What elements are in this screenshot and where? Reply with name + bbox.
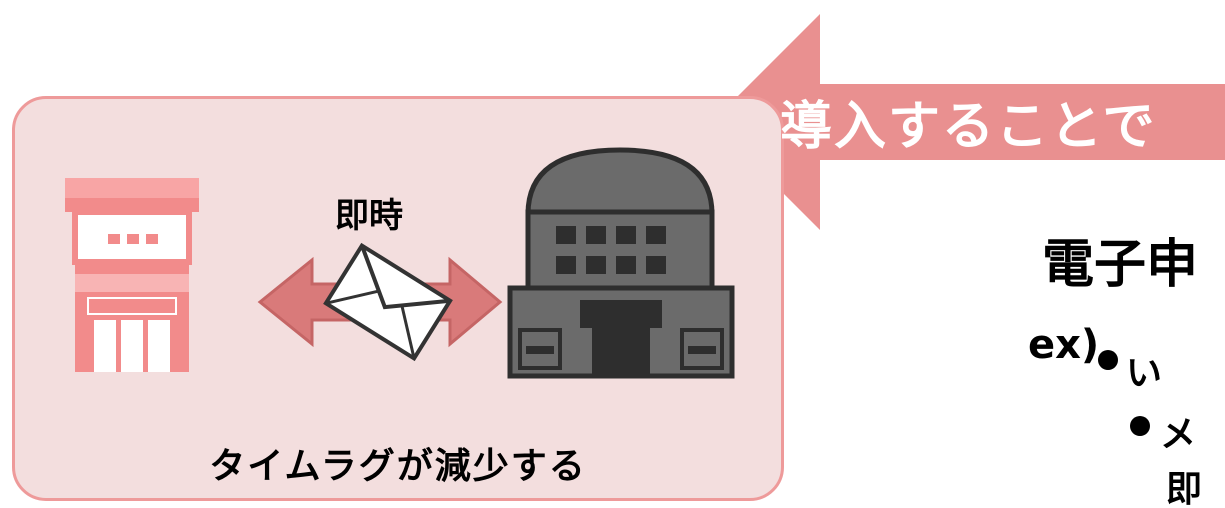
bullet-dot-2 xyxy=(1130,416,1150,436)
banner-text: 導入することで xyxy=(780,97,1157,157)
example-prefix: ex) xyxy=(1028,322,1100,368)
store-icon xyxy=(65,178,199,372)
right-heading: 電子申 xyxy=(1042,235,1199,295)
banner-arrow-shape xyxy=(712,14,1225,230)
trailing-text: 即 xyxy=(1166,469,1203,508)
envelope-icon xyxy=(323,242,453,362)
office-building-icon xyxy=(507,147,735,379)
bullet-dot-1 xyxy=(1098,350,1118,370)
instant-label: 即時 xyxy=(335,196,403,236)
panel-caption: タイムラグが減少する xyxy=(209,446,587,487)
bullet-text-2: メ xyxy=(1160,414,1197,455)
bullet-text-1: い xyxy=(1126,353,1163,394)
